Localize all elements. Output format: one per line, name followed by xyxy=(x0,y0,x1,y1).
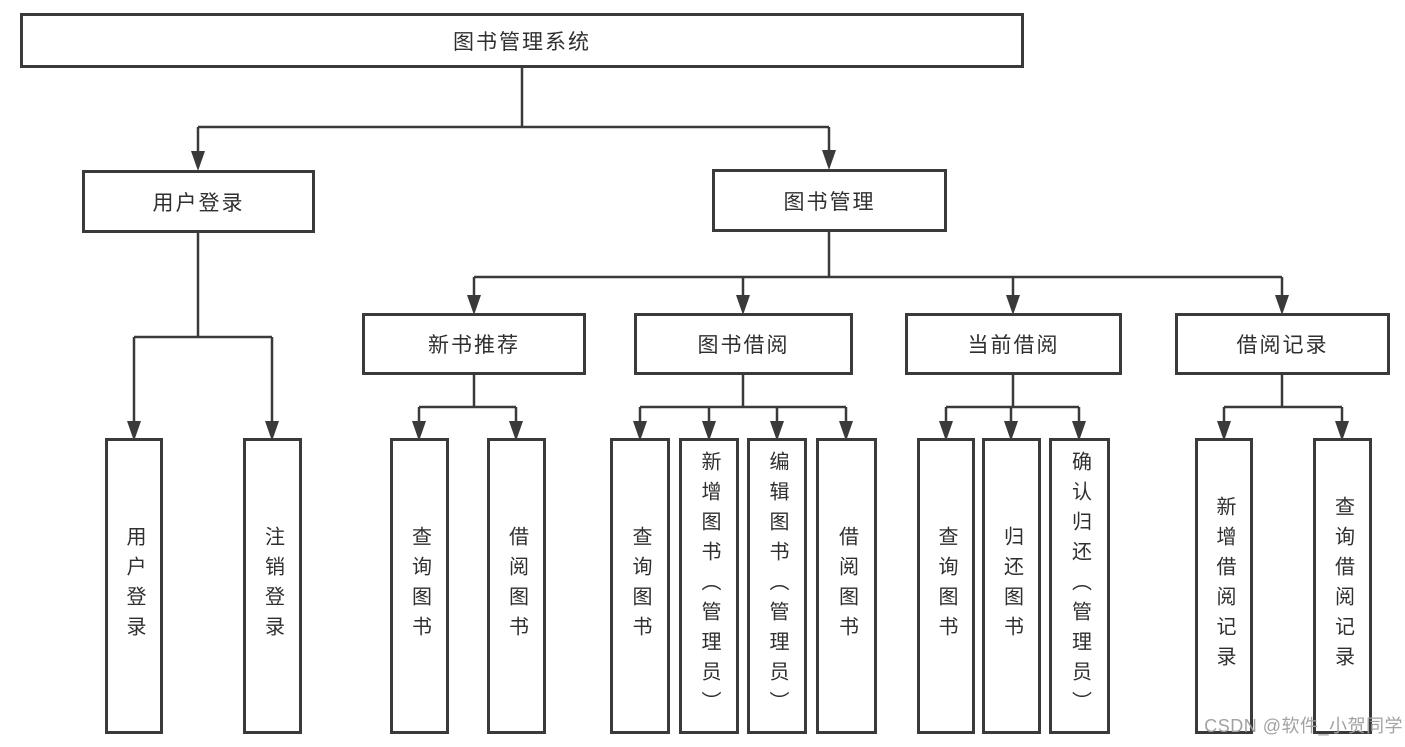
node-borrowing-records: 借阅记录 xyxy=(1175,313,1390,375)
node-book-management: 图书管理 xyxy=(712,169,947,232)
leaf-add-book-admin: 新增图书（管理员） xyxy=(679,438,739,734)
leaf-return-books: 归还图书 xyxy=(982,438,1041,734)
node-library-management-system: 图书管理系统 xyxy=(20,13,1024,68)
leaf-borrowing-query-books: 查询图书 xyxy=(610,438,670,734)
connector-book-borrow-split xyxy=(638,375,848,423)
connector-borrow-record-split xyxy=(1222,375,1344,423)
watermark: CSDN @软件_小贺同学 xyxy=(1204,716,1403,736)
node-current-borrowing: 当前借阅 xyxy=(905,313,1122,375)
leaf-confirm-return-admin: 确认归还（管理员） xyxy=(1049,438,1110,734)
leaf-current-query-books: 查询图书 xyxy=(917,438,975,734)
node-new-book-recommendation: 新书推荐 xyxy=(362,313,586,375)
connector-current-borrow-split xyxy=(944,375,1081,423)
leaf-edit-book-admin: 编辑图书（管理员） xyxy=(747,438,807,734)
connector-book-mgmt-split xyxy=(472,232,1284,297)
connector-new-book-split xyxy=(417,375,518,423)
leaf-recommend-borrow-books: 借阅图书 xyxy=(487,438,546,734)
leaf-borrowing-borrow-books: 借阅图书 xyxy=(816,438,877,734)
connector-root-split xyxy=(196,68,831,153)
leaf-recommend-query-books: 查询图书 xyxy=(390,438,449,734)
leaf-add-borrow-record: 新增借阅记录 xyxy=(1195,438,1253,734)
node-user-login: 用户登录 xyxy=(82,170,315,233)
leaf-user-login: 用户登录 xyxy=(105,438,163,734)
connector-user-login-split xyxy=(132,233,274,423)
leaf-query-borrow-record: 查询借阅记录 xyxy=(1313,438,1372,734)
arrowheads xyxy=(127,150,1349,441)
node-book-borrowing: 图书借阅 xyxy=(634,313,853,375)
leaf-logout: 注销登录 xyxy=(243,438,302,734)
